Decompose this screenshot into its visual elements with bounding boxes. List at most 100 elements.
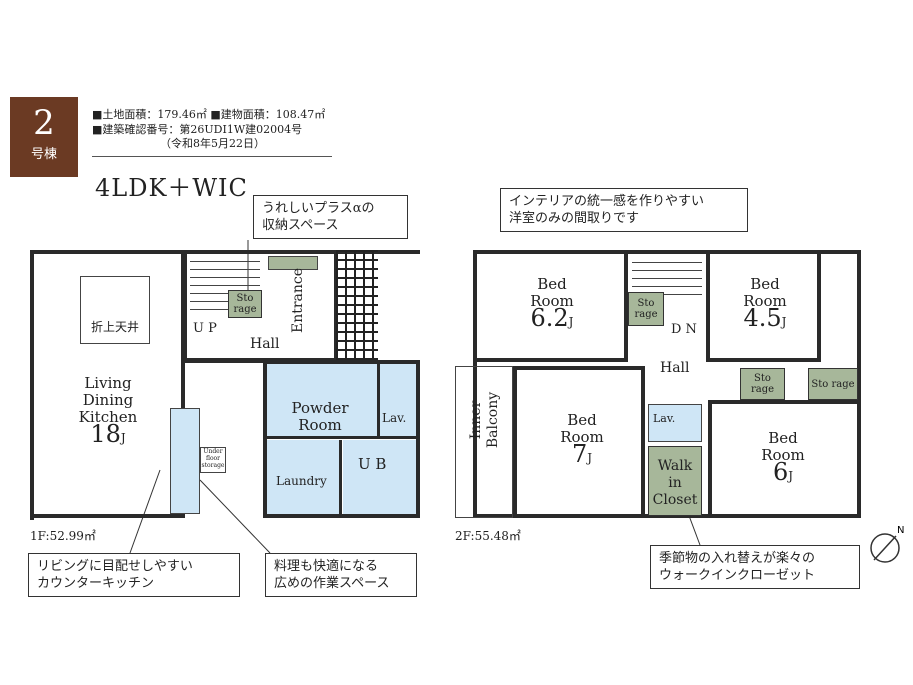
ldk-size: 18 <box>90 420 121 448</box>
wall <box>339 440 342 516</box>
bed1-label: Bed Room 6.2J <box>512 276 592 331</box>
lav-1f-label: Lav. <box>382 411 407 425</box>
compass-icon <box>870 533 900 563</box>
inner-balcony-outline <box>455 366 513 518</box>
note-wic: 季節物の入れ替えが楽々の ウォークインクローゼット <box>650 545 860 589</box>
permit-number: ■建築確認番号：第26UDI1W建02004号 <box>92 123 303 136</box>
bed4-line: Bed <box>768 429 798 447</box>
balcony-line: Balcony <box>485 391 501 449</box>
bed4-size: 6 <box>772 458 789 486</box>
balcony-line: Inner <box>468 400 484 440</box>
note-interior: インテリアの統一感を作りやすい 洋室のみの間取りです <box>500 188 748 232</box>
bed1-line: Bed <box>537 275 567 293</box>
note-line: リビングに目配せしやすい <box>37 559 193 574</box>
hall-2f-label: Hall <box>660 360 690 376</box>
powder-room-fill <box>267 364 377 436</box>
wic-line: in <box>668 475 682 491</box>
dn-label: D N <box>671 322 697 337</box>
lav2-fill <box>648 404 702 442</box>
up-label: U P <box>193 321 217 336</box>
plan-type: 4LDK＋WIC <box>95 174 248 202</box>
bed2-line: Room <box>743 292 787 310</box>
note-line: 料理も快適になる <box>274 559 379 574</box>
note-line: 洋室のみの間取りです <box>509 211 640 226</box>
floor2-outline <box>473 250 861 518</box>
entrance-label: Entrance <box>290 267 306 333</box>
bed2-line: Bed <box>750 275 780 293</box>
ldk-line: Kitchen <box>78 408 138 426</box>
storage-1f: Sto rage <box>228 290 262 318</box>
lav-2f-label: Lav. <box>653 412 676 425</box>
note-line: 季節物の入れ替えが楽々の <box>659 551 816 566</box>
laundry-fill <box>267 440 339 514</box>
note-work-space: 料理も快適になる 広めの作業スペース <box>265 553 417 597</box>
kitchen-counter <box>170 408 200 514</box>
kitchen-area <box>185 360 263 521</box>
leader-line <box>199 479 271 554</box>
note-line: ウォークインクローゼット <box>659 568 816 583</box>
header-divider <box>92 156 332 157</box>
note-line: 広めの作業スペース <box>274 576 390 591</box>
building-badge: 2 号棟 <box>10 97 78 177</box>
ldk-label: Living Dining Kitchen 18J <box>68 375 148 447</box>
badge-suffix: 号棟 <box>30 147 57 162</box>
balcony-label: Inner Balcony <box>468 370 502 470</box>
leader-line <box>129 469 161 554</box>
ub-label: U B <box>358 455 387 473</box>
bed1-line: Room <box>530 292 574 310</box>
bed1-outline <box>473 250 628 362</box>
underfloor-storage: Under floor storage <box>200 447 226 473</box>
bed4-outline <box>708 400 861 518</box>
bed3-label: Bed Room 7J <box>542 412 622 467</box>
permit-date: （令和8年5月22日） <box>160 137 265 150</box>
note-line: インテリアの統一感を作りやすい <box>509 194 705 209</box>
ldk-line: Living <box>84 374 132 392</box>
entrance-tile <box>336 250 378 360</box>
underfloor-label: Under floor storage <box>201 448 225 469</box>
ldk-line: Dining <box>82 391 134 409</box>
bed2-size: 4.5 <box>743 304 782 332</box>
storage-2f-top: Sto rage <box>628 292 664 326</box>
wic-line: Walk <box>657 458 693 474</box>
storage-2f-b: Sto rage <box>808 368 858 400</box>
powder-room-label: Powder Room <box>280 400 360 434</box>
stairs-2f <box>632 255 702 295</box>
hall-1f-label: Hall <box>250 336 280 352</box>
bed3-line: Bed <box>567 411 597 429</box>
powder-line: Room <box>298 416 342 434</box>
floor1-area: 1F:52.99㎡ <box>30 529 96 543</box>
bed3-outline <box>513 366 645 518</box>
bed3-unit: J <box>587 451 593 465</box>
bed2-outline <box>706 250 821 362</box>
note-line: カウンターキッチン <box>37 576 155 591</box>
laundry-label: Laundry <box>276 474 327 488</box>
wic-label: Walk in Closet <box>648 458 702 509</box>
bed3-line: Room <box>560 428 604 446</box>
bed1-size: 6.2 <box>530 304 569 332</box>
ceiling-label: 折上天井 <box>90 320 139 334</box>
floor2-area: 2F:55.48㎡ <box>455 529 521 543</box>
compass-needle <box>873 535 897 561</box>
shoe-closet <box>268 256 318 270</box>
land-building-area: ■土地面積：179.46㎡ ■建物面積：108.47㎡ <box>92 108 326 121</box>
note-line: 収納スペース <box>262 218 339 233</box>
ldk-unit: J <box>120 431 126 445</box>
bed2-label: Bed Room 4.5J <box>725 276 805 331</box>
bed3-size: 7 <box>571 440 588 468</box>
badge-number: 2 <box>33 103 55 143</box>
wall <box>263 436 420 439</box>
compass-n: N <box>897 525 904 536</box>
bed4-line: Room <box>761 446 805 464</box>
ldk-outline <box>30 250 185 518</box>
bed4-unit: J <box>788 469 794 483</box>
storage-2f-a: Sto rage <box>740 368 785 400</box>
powder-line: Powder <box>291 399 349 417</box>
wic-box <box>648 446 702 516</box>
wall <box>377 364 380 436</box>
raised-ceiling <box>80 276 150 344</box>
bed4-label: Bed Room 6J <box>743 430 823 485</box>
bed1-unit: J <box>568 315 574 329</box>
note-counter-kitchen: リビングに目配せしやすい カウンターキッチン <box>28 553 240 597</box>
lav1-fill <box>379 364 416 436</box>
note-storage-extra: うれしいプラスαの 収納スペース <box>253 195 408 239</box>
